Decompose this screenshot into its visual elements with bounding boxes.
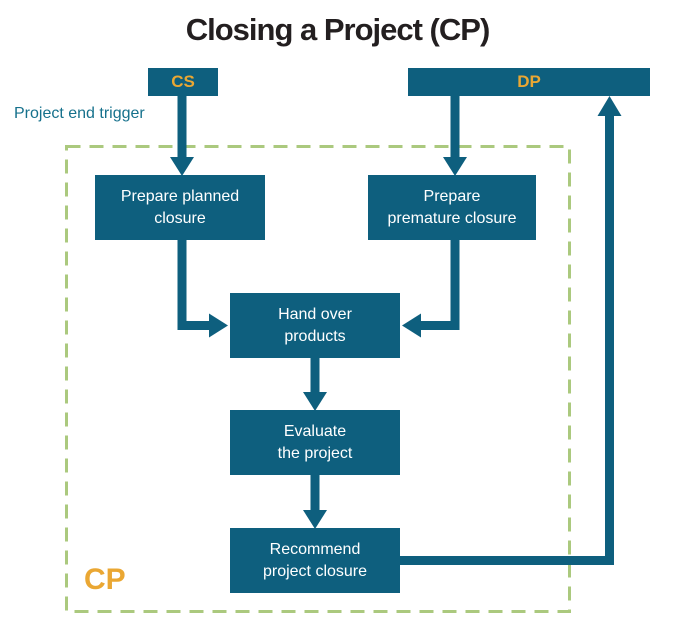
node-prepare-planned-closure: Prepare planned closure [95,175,265,240]
node-evaluate-the-project-label: Evaluate the project [277,422,353,462]
dp-header-bar: DP [408,68,650,96]
dp-header-label: DP [517,72,541,91]
cp-process-label: CP [84,563,126,596]
arrow-prepare-planned-to-hand-over [177,240,228,338]
cs-header-label: CS [171,72,195,91]
arrow-evaluate-to-recommend [303,475,327,529]
node-hand-over-products-label: Hand over products [278,305,352,345]
page-title: Closing a Project (CP) [185,12,491,47]
arrow-dp-to-prepare-premature [443,96,467,176]
node-recommend-project-closure-label: Recommend project closure [262,540,368,580]
arrow-cs-to-prepare-planned [170,96,194,176]
project-end-trigger-label: Project end trigger [14,105,145,122]
node-evaluate-the-project: Evaluate the project [230,410,400,475]
arrow-recommend-to-dp [400,96,622,565]
arrow-hand-over-to-evaluate [303,358,327,411]
node-hand-over-products: Hand over products [230,293,400,358]
node-prepare-premature-closure-label: Prepare premature closure [387,187,517,227]
arrow-prepare-premature-to-hand-over [402,240,460,338]
node-prepare-planned-closure-label: Prepare planned closure [120,187,240,227]
cs-header-bar: CS [148,68,218,96]
node-prepare-premature-closure: Prepare premature closure [368,175,536,240]
node-recommend-project-closure: Recommend project closure [230,528,400,593]
